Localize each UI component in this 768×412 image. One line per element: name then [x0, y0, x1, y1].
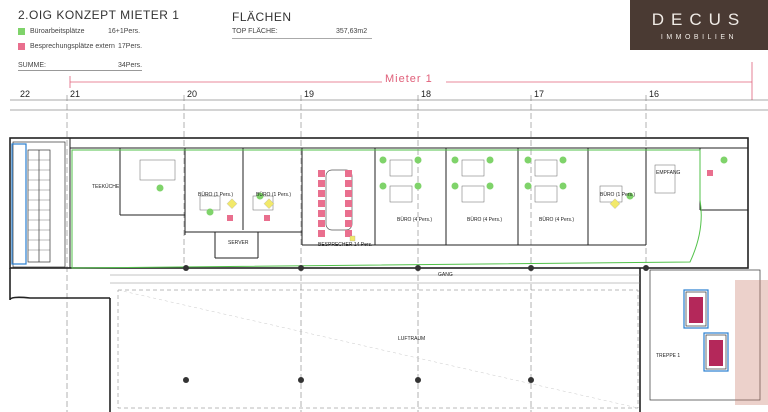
columns [183, 265, 649, 383]
axis-label-18: 18 [421, 89, 432, 99]
shafts [689, 297, 723, 366]
column [528, 265, 534, 271]
room-label-server: SERVER [228, 240, 249, 246]
room-label-corridor: GANG [438, 272, 453, 278]
axis-label-21: 21 [70, 89, 81, 99]
stair-highlight [11, 143, 27, 265]
column [298, 377, 304, 383]
stair-treads [28, 159, 50, 251]
meeting-seats [227, 170, 713, 237]
legend-label-office: Büroarbeitsplätze [30, 28, 85, 35]
void-diagonal [117, 289, 639, 409]
axis-label-20: 20 [187, 89, 198, 99]
room-label-office-1c: BÜRO (1 Pers.) [600, 192, 636, 198]
axis-label-16: 16 [649, 89, 660, 99]
top-area-value: 357,63m2 [336, 28, 368, 35]
stair-core-right [649, 269, 761, 401]
legend-value-meeting: 17Pers. [118, 43, 143, 50]
column [415, 377, 421, 383]
corridor [110, 274, 640, 284]
column [415, 265, 421, 271]
dimension-ruler [10, 99, 768, 111]
room-label-tea-kitchen: TEEKÜCHE [92, 184, 120, 190]
room-label-stair: TREPPE 1 [656, 353, 681, 359]
column [643, 265, 649, 271]
legend-value-office: 16+1Pers. [108, 28, 141, 35]
room-label-office-1b: BÜRO (1 Pers.) [256, 192, 292, 198]
axis-label-19: 19 [304, 89, 315, 99]
top-area-label: TOP FLÄCHE: [232, 28, 278, 35]
area-underline [232, 38, 372, 39]
axis-lines [66, 95, 647, 412]
plan-title: 2.OIG KONZEPT MIETER 1 [18, 8, 180, 22]
room-label-reception: EMPFANG [656, 170, 681, 176]
logo-subtitle: IMMOBILIEN [660, 34, 738, 41]
column [183, 377, 189, 383]
column [528, 377, 534, 383]
room-label-office-4a: BÜRO (4 Pers.) [397, 217, 433, 223]
outer-walls [9, 137, 749, 412]
sum-label: SUMME: [18, 62, 46, 69]
column [183, 265, 189, 271]
legend-label-meeting: Besprechungsplätze extern [30, 43, 115, 50]
stair-core [12, 141, 66, 268]
void-outline [117, 289, 639, 409]
elevator-highlight [683, 289, 729, 372]
logo-brand: DECUS [651, 10, 747, 29]
axis-label-22: 22 [20, 89, 31, 99]
room-label-void: LUFTRAUM [398, 336, 426, 342]
desks [139, 159, 676, 211]
sum-underline [18, 70, 142, 71]
column [298, 265, 304, 271]
room-label-office-4b: BÜRO (4 Pers.) [467, 217, 503, 223]
axis-label-17: 17 [534, 89, 545, 99]
tenant-dimension-line [69, 62, 753, 100]
tenant-boundary [71, 149, 702, 269]
tenant-label: Mieter 1 [385, 73, 433, 85]
legend-swatch-meeting [18, 43, 25, 50]
sum-value: 34Pers. [118, 62, 143, 69]
legend-swatch-office [18, 28, 25, 35]
areas-title: FLÄCHEN [232, 10, 292, 24]
room-label-meeting: BESPRECHER 14 Pers. [318, 242, 373, 248]
interior-walls [69, 138, 748, 268]
yellow-markers [226, 198, 621, 242]
room-label-office-1a: BÜRO (1 Pers.) [198, 192, 234, 198]
brick-wall [735, 280, 768, 405]
room-label-office-4c: BÜRO (4 Pers.) [539, 217, 575, 223]
workstation-markers [156, 156, 728, 216]
decus-logo: DECUS IMMOBILIEN [630, 0, 768, 50]
